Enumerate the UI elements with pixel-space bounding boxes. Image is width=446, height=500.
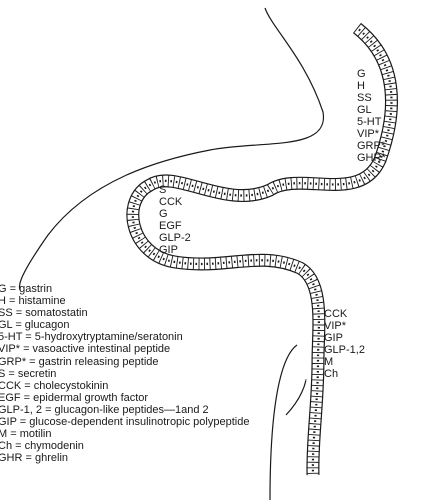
legend-entry: SS = somatostatin: [0, 307, 88, 320]
stomach-hormone: H: [357, 80, 365, 92]
stomach-outer-wall: [18, 7, 324, 291]
small-intestine-hormone: Ch: [324, 368, 339, 380]
stomach-hormone: GHR*: [357, 152, 386, 164]
legend-entry: EGF = epidermal growth factor: [0, 391, 149, 404]
small-intestine-hormone: VIP*: [324, 320, 347, 332]
legend-entry: CCK = cholecystokinin: [0, 379, 109, 392]
small-intestine-hormone: GIP: [324, 332, 343, 344]
legend-entry: GIP = glucose-dependent insulinotropic p…: [0, 416, 250, 429]
stomach-inner-wall: [269, 344, 298, 500]
duodenum-hormone: GLP-2: [159, 232, 191, 244]
legend-entry: GL = glucagon: [0, 319, 70, 332]
legend-entry: 5-HT = 5-hydroxytryptamine/seratonin: [0, 331, 183, 344]
stomach-hormone: GRP*: [357, 140, 386, 152]
duodenum-hormone: CCK: [159, 196, 183, 208]
small-intestine-hormone: M: [324, 356, 334, 368]
intestine-outer-wall: [285, 379, 307, 416]
duodenum-hormone: G: [159, 208, 168, 220]
mucosa-lining: [126, 22, 398, 476]
legend-entry: VIP* = vasoactive intestinal peptide: [0, 343, 171, 356]
small-intestine-hormone-list: CCK VIP* GIP GLP-1,2 M Ch: [324, 308, 365, 380]
small-intestine-hormone: GLP-1,2: [324, 344, 365, 356]
stomach-hormone: GL: [357, 104, 372, 116]
legend-entry: M = motilin: [0, 428, 52, 441]
duodenum-hormone: EGF: [159, 220, 182, 232]
stomach-hormone-list: G H SS GL 5-HT VIP* GRP* GHR*: [357, 68, 386, 164]
stomach-hormone: G: [357, 68, 366, 80]
legend-entry: Ch = chymodenin: [0, 440, 84, 453]
duodenum-hormone: GIP: [159, 244, 178, 256]
small-intestine-hormone: CCK: [324, 308, 348, 320]
stomach-hormone: 5-HT: [357, 116, 382, 128]
duodenum-hormone: S: [159, 184, 167, 196]
legend-entry: G = gastrin: [0, 283, 53, 295]
legend-entry: S = secretin: [0, 367, 57, 380]
stomach-hormone: SS: [357, 92, 372, 104]
legend-entry: GLP-1, 2 = glucagon-like peptides—1and 2: [0, 403, 209, 416]
legend-entry: GRP* = gastrin releasing peptide: [0, 355, 159, 368]
legend-entry: GHR = ghrelin: [0, 452, 69, 465]
duodenum-hormone-list: S CCK G EGF GLP-2 GIP: [159, 184, 191, 256]
stomach-hormone: VIP*: [357, 128, 380, 140]
abbreviation-legend: G = gastrin H = histamine SS = somatosta…: [0, 283, 249, 464]
legend-entry: H = histamine: [0, 295, 66, 308]
